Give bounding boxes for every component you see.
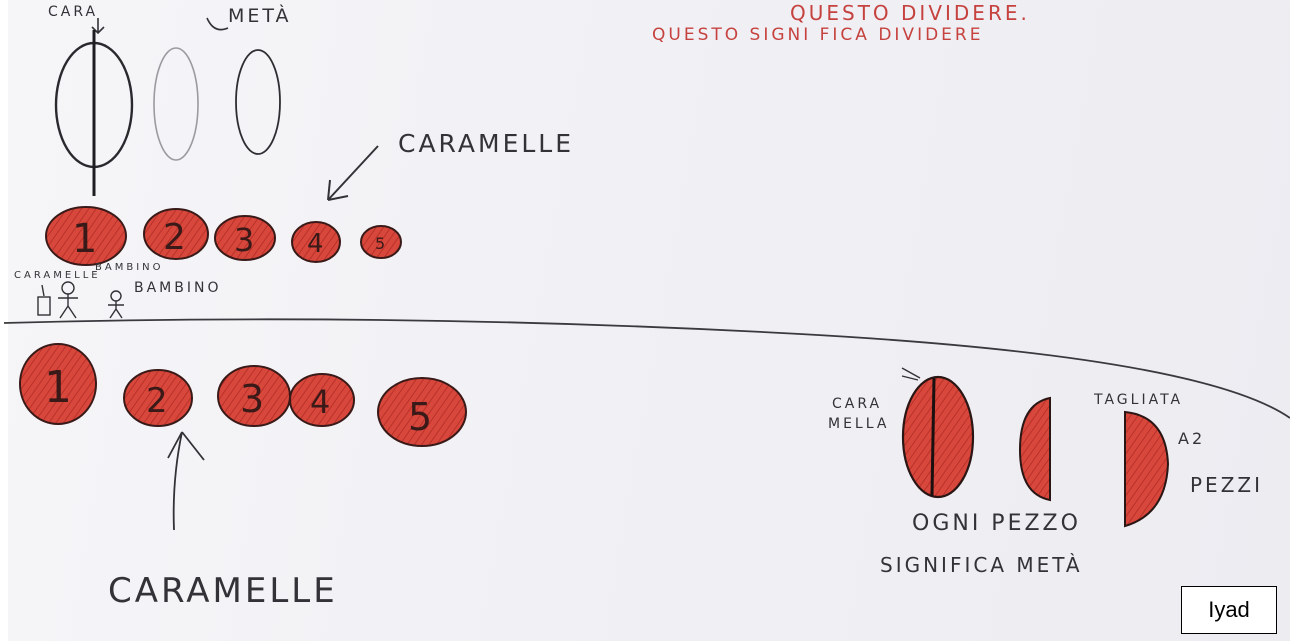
red-header-line2: QUESTO SIGNI FICA DIVIDERE	[652, 25, 983, 45]
red-header-line1: QUESTO DIVIDERE.	[790, 1, 1030, 25]
label-tagliata-line2: A2	[1178, 429, 1205, 448]
stick-figure-candy-icon	[38, 285, 50, 315]
candy-number: 2	[163, 217, 186, 258]
student-name: Iyad	[1208, 597, 1250, 623]
label-caramella-line2: MELLA	[828, 416, 889, 432]
label-caramelle-bottom: CARAMELLE	[108, 571, 338, 611]
top-candy-row: 1 2 3 4 5	[46, 207, 401, 265]
label-tagliata-line3: PEZZI	[1190, 473, 1263, 497]
arrow-down-left-icon	[328, 146, 378, 200]
figure-label-bambino-small: BAMBINO	[95, 262, 164, 273]
half-candy-right	[1125, 412, 1168, 526]
caption-line2: SIGNIFICA METÀ	[880, 553, 1083, 577]
half-candy-left	[1020, 398, 1050, 500]
candy-number: 4	[310, 383, 330, 421]
candy-number: 5	[375, 234, 385, 253]
stick-figure-child-icon	[108, 291, 124, 318]
arrow-small-curve-icon	[207, 18, 228, 30]
stick-figure-child-icon	[58, 282, 78, 318]
student-name-box: Iyad	[1181, 586, 1277, 634]
cut-line	[932, 378, 934, 496]
figure-label-caramelle: CARAMELLE	[14, 270, 101, 281]
candy-number: 3	[240, 377, 264, 421]
figure-label-bambino: BAMBINO	[134, 280, 222, 296]
label-tagliata-line1: TAGLIATA	[1093, 392, 1183, 408]
candy-number: 3	[234, 221, 254, 259]
candy-number: 5	[408, 395, 432, 439]
bottom-candy-row: 1 2 3 4 5	[20, 344, 466, 446]
label-cara-top: CARA	[48, 4, 98, 20]
label-meta-top: METÀ	[228, 4, 292, 27]
faint-candy-outline	[154, 48, 198, 160]
candy-number: 1	[72, 216, 97, 262]
half-candy-outline	[236, 50, 280, 154]
candy-number: 2	[146, 381, 168, 421]
candy-number: 1	[44, 362, 72, 413]
whole-candy-cut	[903, 377, 973, 497]
label-caramella-line1: CARA	[832, 396, 882, 412]
arrow-up-icon	[168, 432, 204, 530]
arrow-small-right-icon	[902, 368, 920, 380]
caption-line1: OGNI PEZZO	[912, 511, 1081, 536]
label-caramelle-top: CARAMELLE	[398, 129, 574, 158]
candy-number: 4	[307, 229, 324, 259]
